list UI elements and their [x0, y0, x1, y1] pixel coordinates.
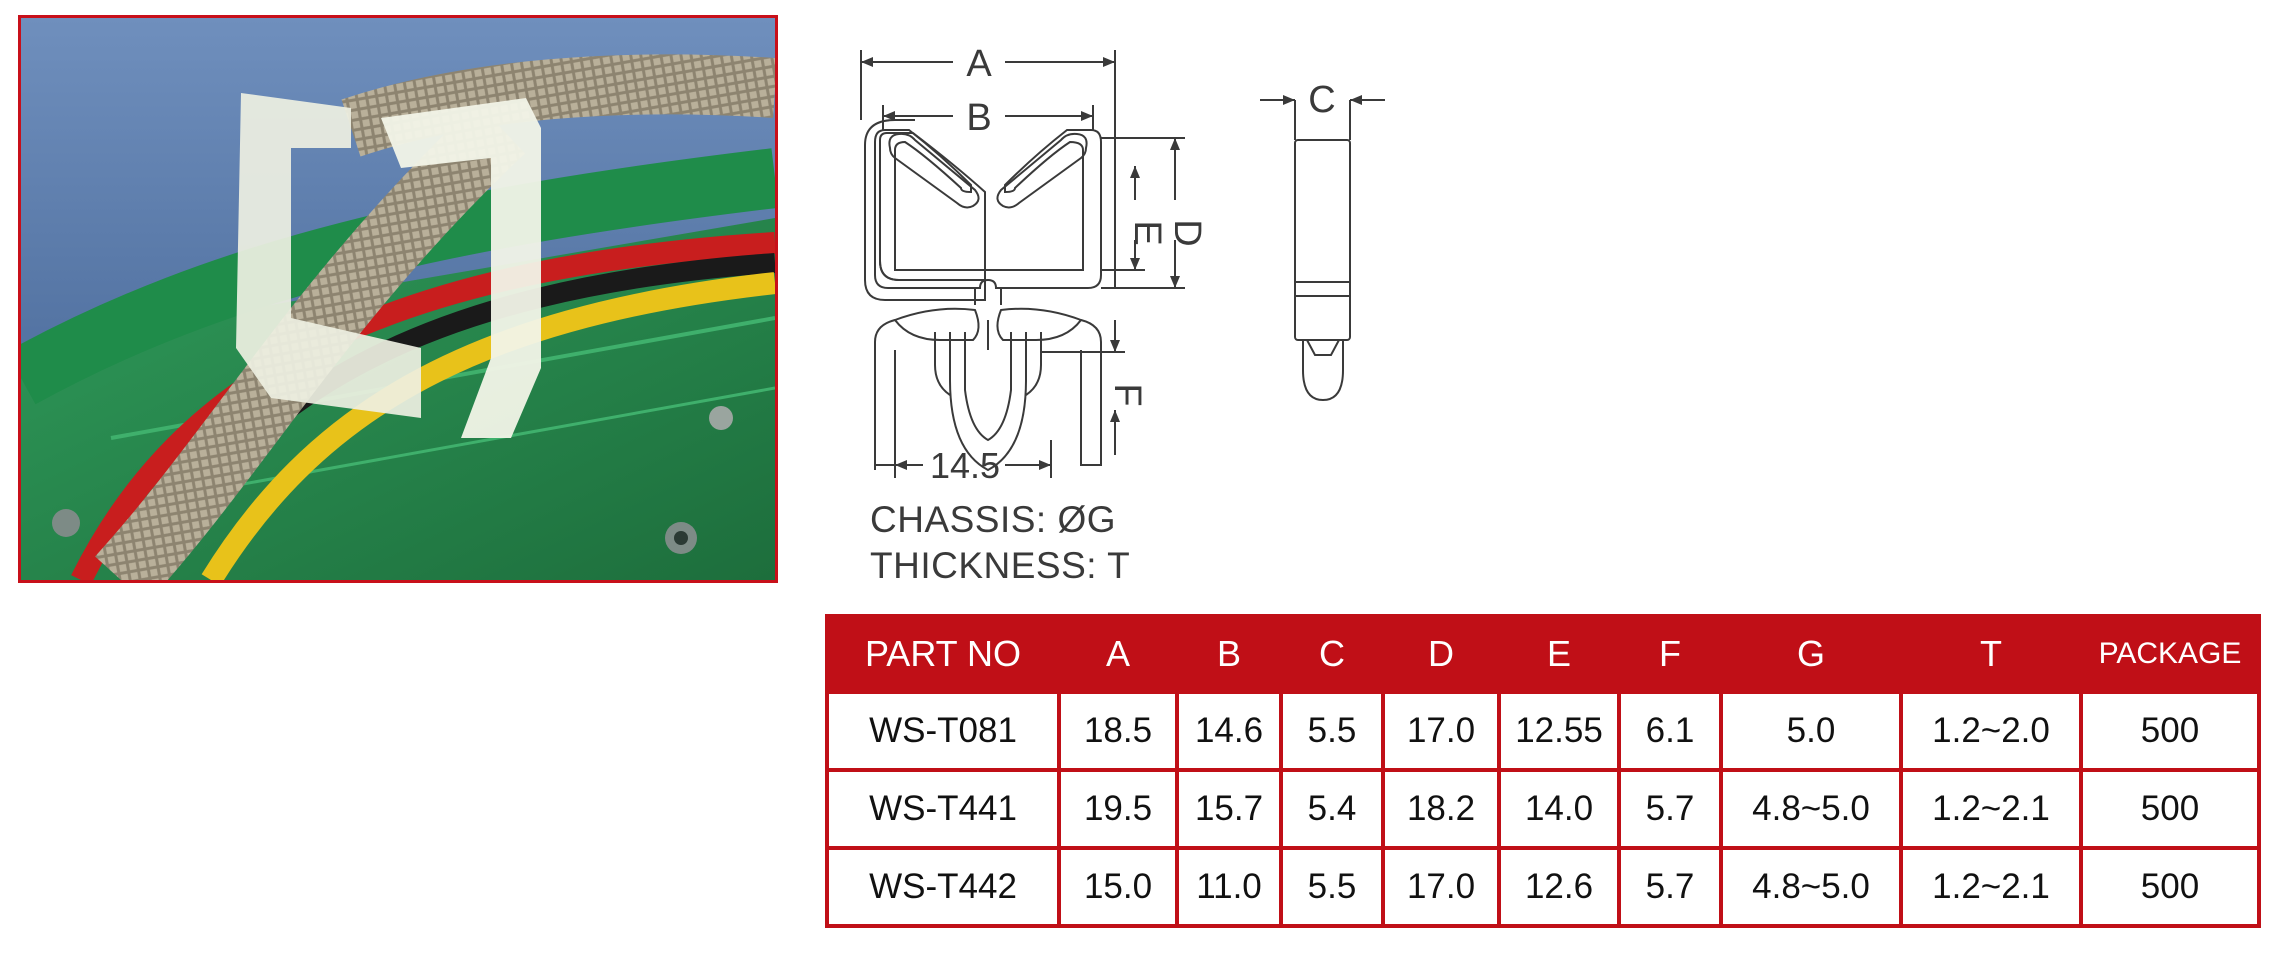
dim-label-b: B: [966, 97, 991, 139]
dim-label-a: A: [966, 43, 992, 85]
header-t: T: [1980, 633, 2002, 674]
cell-e: 14.0: [1501, 772, 1617, 846]
cell-g: 5.0: [1723, 694, 1899, 768]
dim-label-width: 14.5: [930, 445, 1000, 486]
table-row: WS-T081 18.5 14.6 5.5 17.0 12.55 6.1 5.0…: [829, 694, 2257, 768]
table-row: WS-T442 15.0 11.0 5.5 17.0 12.6 5.7 4.8~…: [829, 850, 2257, 924]
cell-e: 12.6: [1501, 850, 1617, 924]
header-f: F: [1659, 633, 1681, 674]
dimension-drawing: A B C D E F 14.5: [860, 43, 1385, 486]
cell-package: 500: [2083, 850, 2257, 924]
cell-c: 5.5: [1283, 694, 1381, 768]
table-row: WS-T441 19.5 15.7 5.4 18.2 14.0 5.7 4.8~…: [829, 772, 2257, 846]
header-package: PACKAGE: [2098, 637, 2242, 670]
cell-f: 6.1: [1621, 694, 1719, 768]
cell-t: 1.2~2.0: [1903, 694, 2079, 768]
chassis-note: CHASSIS: ØG: [870, 499, 1117, 540]
cell-part-no: WS-T441: [829, 772, 1057, 846]
product-photo-illustration: [21, 18, 775, 580]
cell-c: 5.4: [1283, 772, 1381, 846]
cell-t: 1.2~2.1: [1903, 850, 2079, 924]
dim-label-f: F: [1106, 383, 1148, 406]
header-c: C: [1319, 633, 1345, 674]
thickness-note: THICKNESS: T: [870, 545, 1131, 586]
dim-label-e: E: [1126, 220, 1168, 245]
cell-d: 17.0: [1385, 694, 1497, 768]
cell-a: 15.0: [1061, 850, 1175, 924]
cell-e: 12.55: [1501, 694, 1617, 768]
header-g: G: [1796, 633, 1825, 674]
cell-d: 17.0: [1385, 850, 1497, 924]
dim-label-c: C: [1308, 79, 1335, 121]
cell-c: 5.5: [1283, 850, 1381, 924]
technical-drawing: A B C D E F 14.5: [855, 20, 1415, 600]
cell-a: 19.5: [1061, 772, 1175, 846]
header-d: D: [1428, 633, 1454, 674]
cell-f: 5.7: [1621, 772, 1719, 846]
cell-package: 500: [2083, 772, 2257, 846]
cell-a: 18.5: [1061, 694, 1175, 768]
cell-part-no: WS-T442: [829, 850, 1057, 924]
cell-b: 14.6: [1179, 694, 1279, 768]
cell-g: 4.8~5.0: [1723, 772, 1899, 846]
cell-d: 18.2: [1385, 772, 1497, 846]
cell-f: 5.7: [1621, 850, 1719, 924]
header-b: B: [1216, 633, 1241, 674]
cell-b: 15.7: [1179, 772, 1279, 846]
header-a: A: [1105, 633, 1130, 674]
cell-b: 11.0: [1179, 850, 1279, 924]
mounting-notes: CHASSIS: ØG THICKNESS: T: [870, 497, 1290, 589]
spec-table: PART NO A B C D E F G T PACKAGE WS-T081 …: [825, 614, 2261, 928]
cell-g: 4.8~5.0: [1723, 850, 1899, 924]
header-e: E: [1546, 633, 1571, 674]
table-header-row: PART NO A B C D E F G T PACKAGE: [829, 618, 2257, 690]
header-part-no: PART NO: [864, 633, 1022, 674]
cell-package: 500: [2083, 694, 2257, 768]
cell-part-no: WS-T081: [829, 694, 1057, 768]
product-photo: [18, 15, 778, 583]
dim-label-d: D: [1166, 219, 1208, 246]
cell-t: 1.2~2.1: [1903, 772, 2079, 846]
